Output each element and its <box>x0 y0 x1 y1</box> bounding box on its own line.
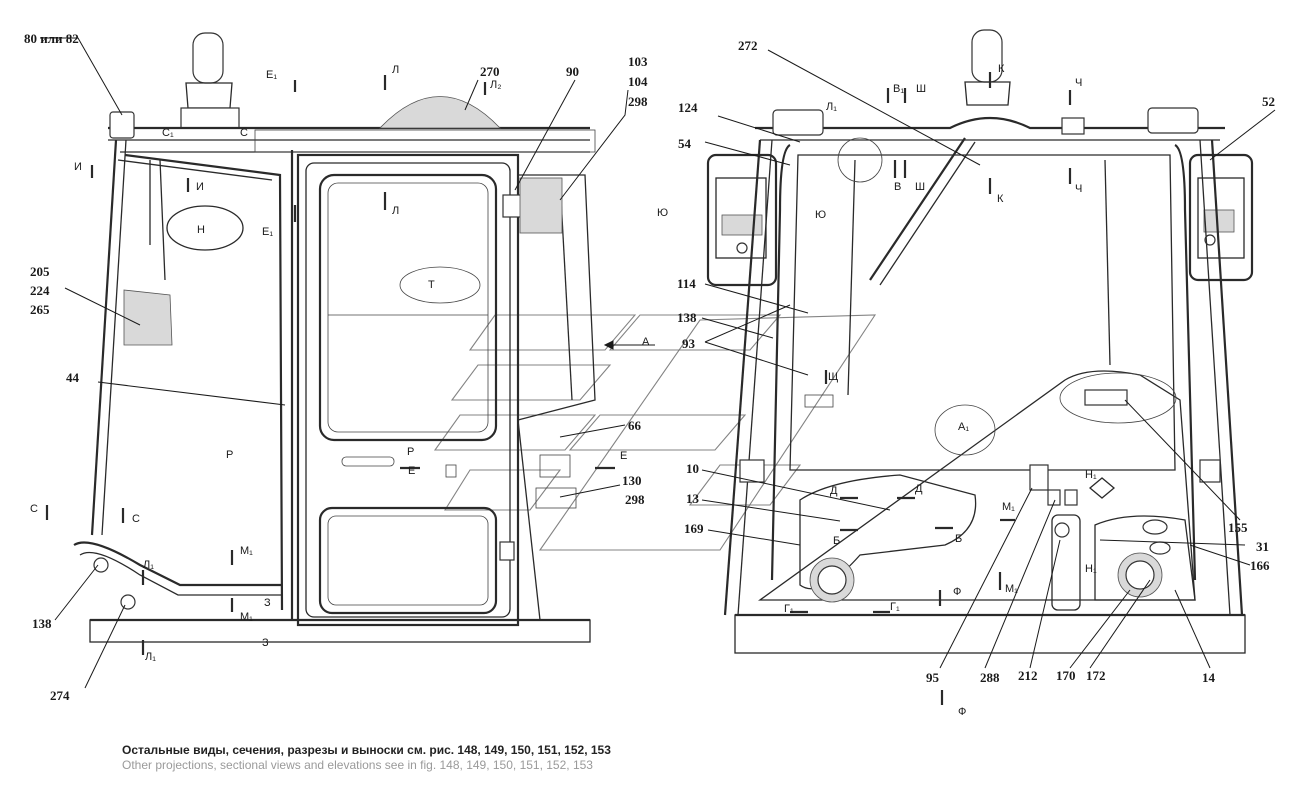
sec-h1-bot: Н₁ <box>1085 563 1097 575</box>
label-155: 155 <box>1228 520 1248 535</box>
sec-yu-left: Ю <box>657 207 668 219</box>
label-172: 172 <box>1086 668 1106 683</box>
sec-m1-r: М₁ <box>1002 501 1015 513</box>
label-66: 66 <box>628 418 642 433</box>
sec-v-mid: В <box>894 181 901 193</box>
label-138-a: 138 <box>32 616 52 631</box>
label-138-b: 138 <box>677 310 697 325</box>
sec-d-left: Д <box>830 485 838 497</box>
label-103: 103 <box>628 54 648 69</box>
sec-k-top: К <box>998 63 1005 75</box>
label-10: 10 <box>686 461 699 476</box>
label-274: 274 <box>50 688 70 703</box>
label-52: 52 <box>1262 94 1275 109</box>
sec-d-right: Д <box>915 483 923 495</box>
sec-i-left: И <box>74 161 82 173</box>
sec-l-mid: Л <box>392 205 399 217</box>
sec-l1-r: Л₁ <box>826 101 837 113</box>
label-298-b: 298 <box>625 492 645 507</box>
sec-f-bot: Ф <box>958 706 966 718</box>
sec-e1-mid: Е₁ <box>262 226 273 238</box>
label-95: 95 <box>926 670 940 685</box>
sec-z-a: З <box>264 597 271 609</box>
sec-e-right: Е <box>620 450 627 462</box>
part-number-labels: 80 или 82 270 90 103 104 298 205 224 265… <box>24 31 1275 703</box>
label-90: 90 <box>566 64 579 79</box>
sec-z-b: З <box>262 637 269 649</box>
sec-v1: В₁ <box>893 83 904 95</box>
label-212: 212 <box>1018 668 1038 683</box>
sec-k-mid: К <box>997 193 1004 205</box>
beacon-left <box>180 32 240 129</box>
label-13: 13 <box>686 491 700 506</box>
label-14: 14 <box>1202 670 1216 685</box>
label-104: 104 <box>628 74 648 89</box>
mirror-left-icon <box>109 111 135 139</box>
sec-f-mid: Ф <box>953 586 961 598</box>
watermark-logo <box>433 314 877 551</box>
sec-e1-top: Е₁ <box>266 69 277 81</box>
leader-lines <box>40 37 1276 689</box>
sec-sh-top: Ш <box>916 83 926 95</box>
label-166: 166 <box>1250 558 1270 573</box>
label-270: 270 <box>480 64 500 79</box>
sec-e-door: Е <box>408 465 415 477</box>
sec-l2-top: Л₂ <box>490 79 502 91</box>
sec-shch: Щ <box>828 371 838 383</box>
sec-c-low-left: С <box>30 503 38 515</box>
sec-a1: А₁ <box>958 421 969 433</box>
label-288: 288 <box>980 670 1000 685</box>
label-170: 170 <box>1056 668 1076 683</box>
sec-b-left: Б <box>833 535 840 547</box>
sec-h1-top: Н₁ <box>1085 469 1097 481</box>
sec-m1-r2: М₁ <box>1005 583 1018 595</box>
footer-note-en: Other projections, sectional views and e… <box>122 758 593 772</box>
sec-sh-mid: Ш <box>915 181 925 193</box>
label-114: 114 <box>677 276 696 291</box>
sec-m1-b: М₁ <box>240 611 253 623</box>
label-224: 224 <box>30 283 50 298</box>
sec-t: Т <box>428 279 435 291</box>
sec-a: А <box>642 336 650 348</box>
label-93: 93 <box>682 336 696 351</box>
label-169: 169 <box>684 521 704 536</box>
sec-l-top: Л <box>392 64 399 76</box>
left-view-cab <box>73 32 596 643</box>
sec-m1: М₁ <box>240 545 253 557</box>
sec-ch-mid: Ч <box>1075 183 1082 195</box>
sec-h: Н <box>197 224 205 236</box>
sec-i-right: И <box>196 181 204 193</box>
sec-l1-a: Л₁ <box>143 559 154 571</box>
sec-l1-b: Л₁ <box>145 651 156 663</box>
sec-yu-mid: Ю <box>815 209 826 221</box>
label-44: 44 <box>66 370 80 385</box>
sec-c1: С₁ <box>162 127 174 139</box>
section-tick-marks <box>45 72 1072 705</box>
sec-b-right: Б <box>955 533 962 545</box>
beacon-right <box>964 29 1011 106</box>
label-130: 130 <box>622 473 642 488</box>
label-205: 205 <box>30 264 50 279</box>
label-124: 124 <box>678 100 698 115</box>
label-80-or-82: 80 или 82 <box>24 31 79 46</box>
label-298-a: 298 <box>628 94 648 109</box>
sec-r-door: Р <box>407 446 414 458</box>
label-272: 272 <box>738 38 758 53</box>
footer-note-ru: Остальные виды, сечения, разрезы и вынос… <box>122 743 611 757</box>
sec-r-left: Р <box>226 449 233 461</box>
label-31: 31 <box>1256 539 1269 554</box>
sec-c-low-right: С <box>132 513 140 525</box>
sec-ch-top: Ч <box>1075 77 1082 89</box>
section-letters: Е₁ Л Л₂ С₁ С И И Н Е₁ Л Т А Р Р Е Е С С … <box>30 63 1097 718</box>
sec-c-top: С <box>240 127 248 139</box>
sec-g1-right: Г₁ <box>890 601 900 613</box>
label-54: 54 <box>678 136 692 151</box>
label-265: 265 <box>30 302 50 317</box>
sec-g1-left: Г₁ <box>784 603 794 615</box>
right-view-cab <box>706 29 1254 654</box>
